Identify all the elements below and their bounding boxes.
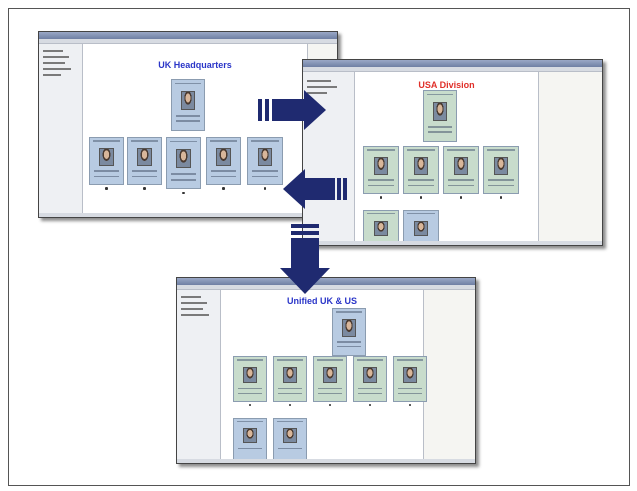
org-node — [393, 356, 427, 407]
sidebar — [39, 44, 83, 217]
uk-headquarters-screenshot: UK Headquarters — [38, 31, 338, 218]
org-node — [89, 137, 124, 190]
avatar — [413, 220, 429, 236]
toolbar — [177, 285, 475, 290]
unified-screenshot: Unified UK & US — [176, 277, 476, 464]
org-node — [363, 146, 399, 199]
org-node — [443, 146, 479, 199]
sidebar-item — [43, 62, 65, 64]
toolbar — [39, 39, 337, 44]
sidebar-item — [307, 80, 331, 82]
avatar — [432, 102, 448, 121]
avatar — [257, 148, 273, 166]
org-node — [313, 356, 347, 407]
sidebar-item — [181, 296, 201, 298]
avatar — [402, 366, 418, 384]
avatar — [216, 148, 231, 166]
toolbar — [303, 67, 602, 72]
arrow-left-icon — [283, 169, 347, 209]
statusbar — [39, 213, 337, 217]
sidebar-item — [43, 68, 71, 70]
org-node — [273, 418, 307, 460]
sidebar-item — [181, 314, 209, 316]
avatar — [373, 220, 389, 236]
org-node — [353, 356, 387, 407]
sidebar-item — [43, 50, 63, 52]
org-node — [127, 137, 162, 190]
avatar — [242, 366, 258, 384]
sidebar-item — [181, 308, 203, 310]
properties-panel — [423, 290, 475, 463]
avatar — [282, 366, 298, 384]
avatar — [137, 148, 152, 166]
avatar — [362, 366, 378, 384]
arrow-down-icon — [280, 224, 330, 294]
sidebar-item — [43, 74, 61, 76]
sidebar-item — [181, 302, 207, 304]
sidebar-item — [307, 92, 327, 94]
avatar — [242, 427, 258, 443]
statusbar — [303, 241, 602, 245]
org-node — [403, 146, 439, 199]
avatar — [373, 157, 389, 175]
chart-title: USA Division — [418, 80, 475, 90]
sidebar — [177, 290, 221, 463]
window-titlebar — [303, 60, 602, 67]
org-node — [247, 137, 283, 190]
avatar — [413, 157, 429, 175]
org-node — [403, 210, 439, 244]
avatar — [453, 157, 469, 175]
org-node — [363, 210, 399, 244]
usa-division-screenshot: USA Division — [302, 59, 603, 246]
avatar — [180, 91, 196, 110]
org-node — [233, 356, 267, 407]
org-node — [332, 308, 366, 356]
avatar — [176, 149, 191, 168]
org-node — [423, 90, 457, 142]
window-titlebar — [39, 32, 337, 39]
avatar — [282, 427, 298, 443]
sidebar-item — [307, 86, 337, 88]
chart-title: UK Headquarters — [158, 60, 232, 70]
arrow-right-icon — [258, 90, 326, 130]
avatar — [322, 366, 338, 384]
window-titlebar — [177, 278, 475, 285]
avatar — [341, 319, 357, 337]
properties-panel — [538, 72, 602, 245]
org-node — [166, 137, 201, 194]
org-node — [171, 79, 205, 131]
chart-title: Unified UK & US — [286, 296, 357, 306]
org-node — [233, 418, 267, 460]
org-node — [483, 146, 519, 199]
org-node — [273, 356, 307, 407]
sidebar-item — [43, 56, 69, 58]
avatar — [493, 157, 509, 175]
org-node — [206, 137, 241, 190]
avatar — [99, 148, 114, 166]
statusbar — [177, 459, 475, 463]
